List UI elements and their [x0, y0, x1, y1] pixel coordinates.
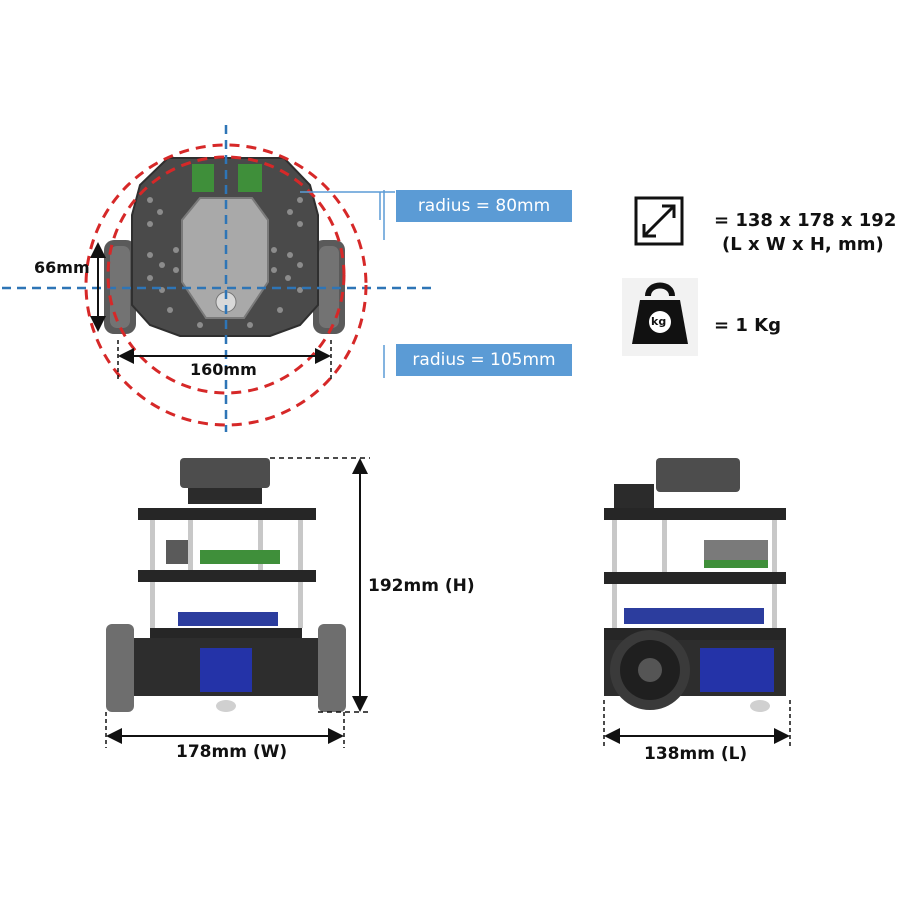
- expand-arrows-icon: [634, 196, 684, 246]
- length-label: 138mm (L): [644, 744, 748, 764]
- inner-radius-callout: radius = 80mm: [396, 190, 572, 222]
- front-battery: [200, 648, 252, 692]
- side-lidar: [656, 458, 740, 492]
- front-view: [105, 457, 370, 748]
- size-spec-line1: = 138 x 178 x 192: [714, 210, 897, 231]
- inner-radius-circle: [106, 155, 346, 395]
- size-spec-line2: (L x W x H, mm): [722, 234, 884, 255]
- weight-icon-text: kg: [651, 315, 667, 328]
- wheel-height-label: 66mm: [34, 258, 90, 277]
- front-right-wheel: [318, 624, 346, 712]
- side-view: [603, 458, 791, 748]
- weight-spec: = 1 Kg: [714, 315, 781, 336]
- top-view: [2, 125, 435, 432]
- front-left-wheel: [106, 624, 134, 712]
- track-width-label: 160mm: [190, 360, 257, 379]
- height-label: 192mm (H): [368, 576, 475, 596]
- outer-radius-callout: radius = 105mm: [396, 344, 572, 376]
- weight-kettlebell-icon: [622, 278, 698, 356]
- width-label: 178mm (W): [176, 742, 288, 762]
- side-battery: [700, 648, 774, 692]
- front-lidar: [180, 458, 270, 488]
- outer-radius-circle: [84, 143, 368, 427]
